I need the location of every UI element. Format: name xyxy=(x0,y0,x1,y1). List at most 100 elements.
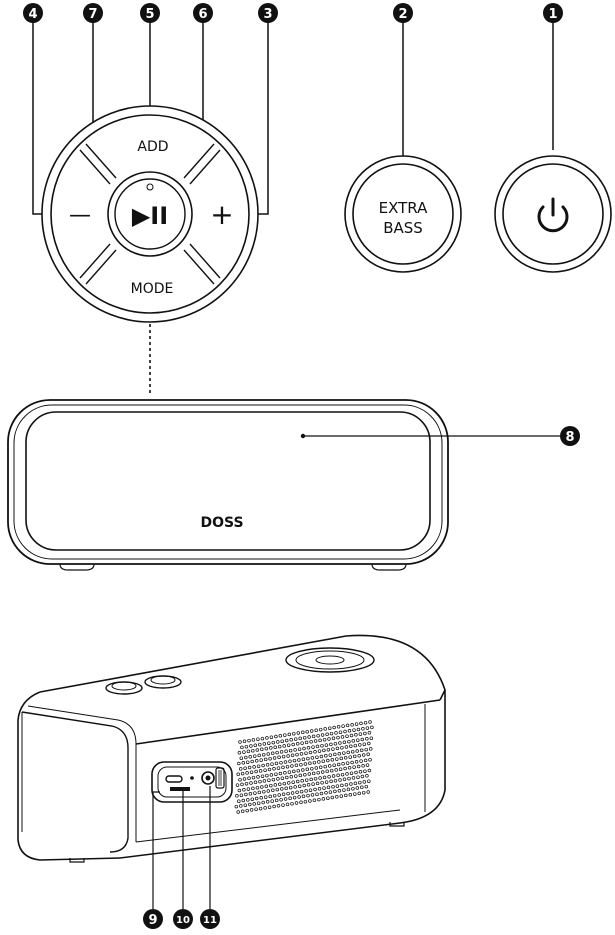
grille-hole xyxy=(243,751,246,754)
svg-text:7: 7 xyxy=(88,7,97,22)
grille-hole xyxy=(363,781,366,784)
grille-hole xyxy=(357,728,360,731)
volume-up-button[interactable]: + xyxy=(210,198,233,231)
grille-hole xyxy=(307,794,310,797)
grille-hole xyxy=(302,795,305,798)
callout-3: 3 xyxy=(258,3,278,23)
grille-hole xyxy=(248,766,251,769)
grille-hole xyxy=(313,761,316,764)
grille-hole xyxy=(259,807,262,810)
grille-hole xyxy=(243,788,246,791)
grille-hole xyxy=(254,792,257,795)
grille-hole xyxy=(277,778,280,781)
grille-hole xyxy=(343,789,346,792)
grille-hole xyxy=(273,794,276,797)
grille-hole xyxy=(242,761,245,764)
power-button[interactable] xyxy=(495,156,611,272)
grille-hole xyxy=(340,757,343,760)
usb-c-port-icon xyxy=(166,776,182,782)
grille-hole xyxy=(320,792,323,795)
grille-hole xyxy=(364,770,367,773)
grille-hole xyxy=(251,760,254,763)
grille-hole xyxy=(357,765,360,768)
grille-hole xyxy=(344,756,347,759)
grille-hole xyxy=(360,760,363,763)
add-button-label[interactable]: ADD xyxy=(137,139,168,155)
grille-hole xyxy=(351,761,354,764)
grille-hole xyxy=(342,752,345,755)
grille-hole xyxy=(241,772,244,775)
grille-hole xyxy=(312,746,315,749)
grille-hole xyxy=(256,749,259,752)
grille-hole xyxy=(241,746,244,749)
grille-hole xyxy=(278,794,281,797)
grille-hole xyxy=(290,775,293,778)
grille-hole xyxy=(301,779,304,782)
grille-hole xyxy=(317,771,320,774)
grille-hole xyxy=(316,745,319,748)
grille-hole xyxy=(346,735,349,738)
grille-hole xyxy=(326,759,329,762)
grille-hole xyxy=(261,737,264,740)
svg-text:10: 10 xyxy=(176,915,190,926)
svg-text:2: 2 xyxy=(398,7,407,22)
grille-hole xyxy=(337,725,340,728)
grille-hole xyxy=(348,740,351,743)
grille-hole xyxy=(349,793,352,796)
grille-hole xyxy=(308,736,311,739)
grille-hole xyxy=(294,775,297,778)
speaker-front: DOSS xyxy=(8,400,448,570)
grille-hole xyxy=(321,734,324,737)
grille-hole xyxy=(321,744,324,747)
grille-hole xyxy=(275,735,278,738)
grille-hole xyxy=(282,755,285,758)
grille-hole xyxy=(239,741,242,744)
extra-bass-button[interactable]: EXTRA BASS xyxy=(345,156,461,272)
grille-hole xyxy=(292,743,295,746)
grille-hole xyxy=(347,788,350,791)
grille-hole xyxy=(301,731,304,734)
grille-hole xyxy=(287,792,290,795)
grille-hole xyxy=(356,750,359,753)
grille-hole xyxy=(247,750,250,753)
grille-hole xyxy=(360,722,363,725)
grille-hole xyxy=(301,742,304,745)
grille-hole xyxy=(303,773,306,776)
grille-hole xyxy=(339,768,342,771)
grille-hole xyxy=(300,763,303,766)
grille-hole xyxy=(294,786,297,789)
grille-hole xyxy=(307,783,310,786)
grille-hole xyxy=(291,765,294,768)
play-pause-button[interactable]: ▶II xyxy=(132,202,168,230)
grille-hole xyxy=(244,756,247,759)
grille-hole xyxy=(303,736,306,739)
grille-hole xyxy=(332,737,335,740)
grille-hole xyxy=(300,790,303,793)
grille-hole xyxy=(297,732,300,735)
grille-hole xyxy=(359,733,362,736)
grille-hole xyxy=(360,786,363,789)
grille-hole xyxy=(324,754,327,757)
grille-hole xyxy=(271,763,274,766)
grille-hole xyxy=(262,801,265,804)
grille-hole xyxy=(347,751,350,754)
volume-down-button[interactable]: — xyxy=(69,203,91,228)
grille-hole xyxy=(357,776,360,779)
grille-hole xyxy=(315,729,318,732)
grille-hole xyxy=(259,780,262,783)
grille-hole xyxy=(353,755,356,758)
grille-hole xyxy=(314,788,317,791)
mode-button-label[interactable]: MODE xyxy=(131,281,174,297)
reset-hole-icon xyxy=(190,776,194,780)
grille-hole xyxy=(335,758,338,761)
grille-hole xyxy=(356,739,359,742)
grille-hole xyxy=(298,759,301,762)
grille-hole xyxy=(341,736,344,739)
grille-hole xyxy=(303,784,306,787)
grille-hole xyxy=(275,799,278,802)
grille-hole xyxy=(288,771,291,774)
grille-hole xyxy=(274,784,277,787)
grille-hole xyxy=(320,755,323,758)
grille-hole xyxy=(279,772,282,775)
